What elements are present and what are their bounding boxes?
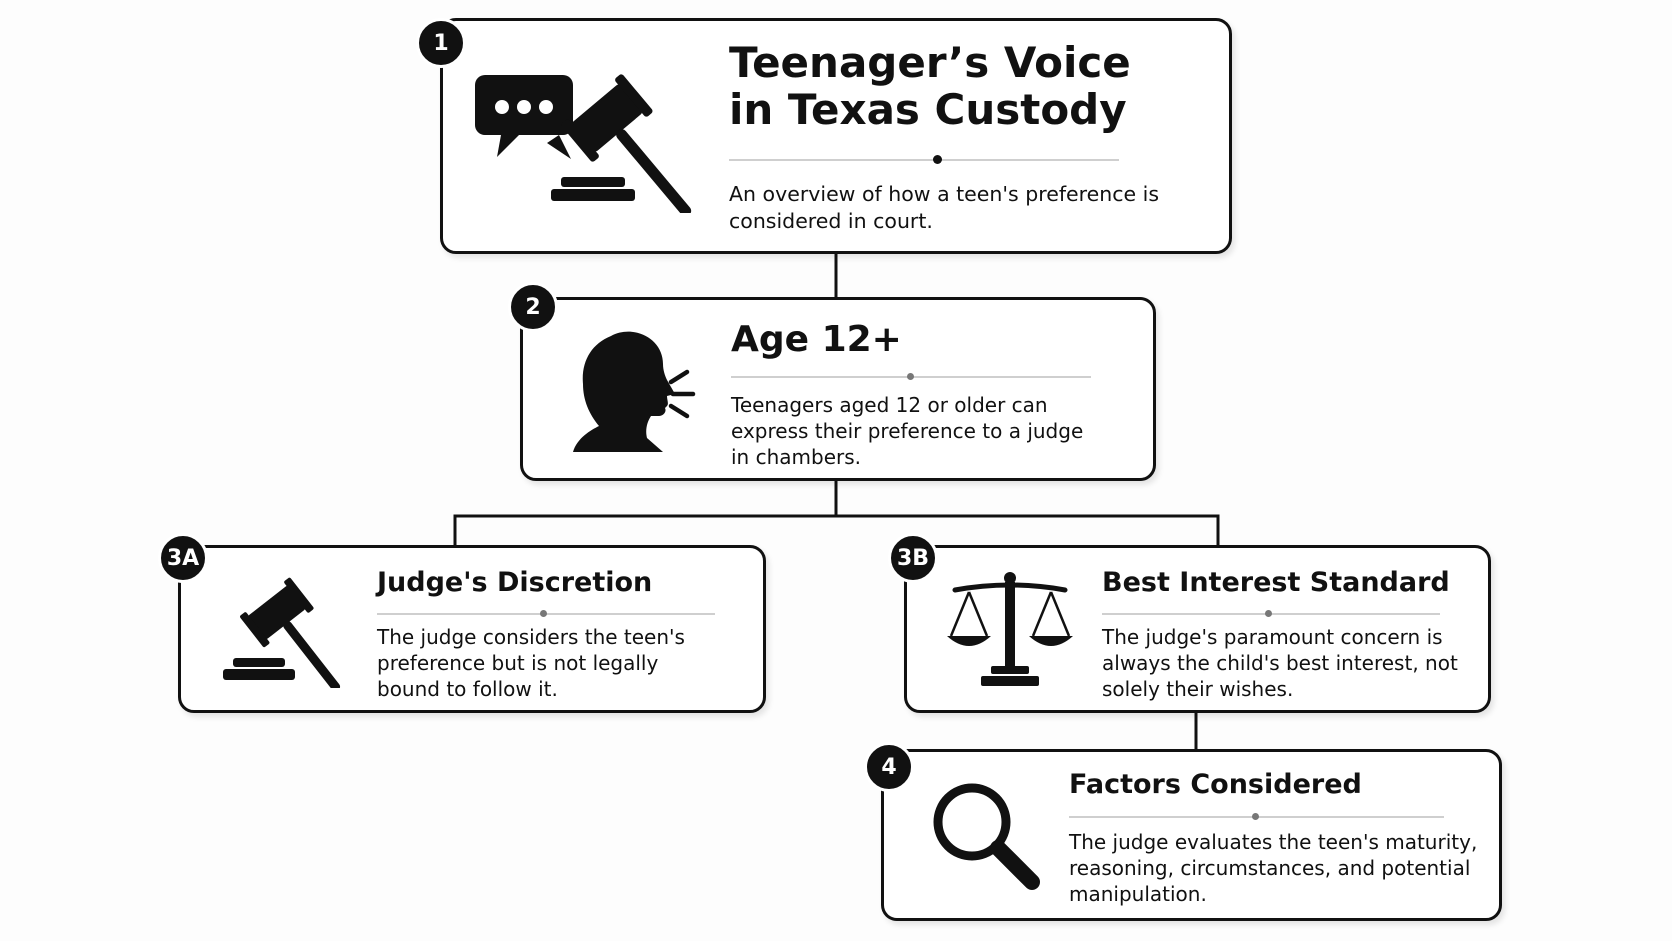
speech-bubble-icon [475, 75, 573, 159]
separator-dot [933, 155, 942, 164]
title-separator [729, 155, 1119, 164]
main-title: Teenager’s Voice in Texas Custody [729, 39, 1131, 133]
separator-dot [907, 373, 914, 380]
discretion-description: The judge considers the teen's preferenc… [377, 625, 685, 701]
step-badge-4: 4 [864, 742, 914, 792]
best-interest-separator [1102, 610, 1440, 617]
factors-title: Factors Considered [1069, 769, 1362, 800]
main-title-line-2: in Texas Custody [729, 85, 1127, 135]
overview-description: An overview of how a teen's preference i… [729, 182, 1160, 233]
card-judges-discretion: Judge's Discretion The judge considers t… [178, 545, 766, 713]
best-interest-description: The judge's paramount concern is always … [1102, 625, 1458, 701]
gavel-icon [223, 577, 341, 688]
speaking-head-icon [573, 331, 696, 452]
step-badge-1: 1 [416, 18, 466, 68]
discretion-title: Judge's Discretion [377, 567, 653, 598]
card-teen-voice-overview: Teenager’s Voice in Texas Custody An ove… [440, 18, 1232, 254]
card-best-interest-standard: Best Interest Standard The judge's param… [904, 545, 1491, 713]
step-badge-3a: 3A [158, 533, 208, 583]
scales-icon [947, 572, 1073, 686]
step-badge-3b: 3B [888, 533, 938, 583]
separator-dot [540, 610, 547, 617]
factors-description: The judge evaluates the teen's maturity,… [1069, 830, 1478, 906]
discretion-separator [377, 610, 715, 617]
magnifying-glass-icon [933, 783, 1040, 890]
factors-separator [1069, 813, 1444, 820]
step-badge-2: 2 [508, 282, 558, 332]
separator-dot [1252, 813, 1259, 820]
best-interest-title: Best Interest Standard [1102, 567, 1450, 598]
gavel-icon [551, 74, 692, 213]
connector-2-to-3a [453, 481, 838, 545]
main-title-line-1: Teenager’s Voice [729, 38, 1131, 87]
age-description: Teenagers aged 12 or older can express t… [731, 393, 1084, 469]
card-age-12-plus: Age 12+ Teenagers aged 12 or older can e… [520, 297, 1156, 481]
age-separator [731, 373, 1091, 380]
age-title: Age 12+ [731, 319, 902, 360]
card-factors-considered: Factors Considered The judge evaluates t… [881, 749, 1502, 921]
separator-dot [1265, 610, 1272, 617]
